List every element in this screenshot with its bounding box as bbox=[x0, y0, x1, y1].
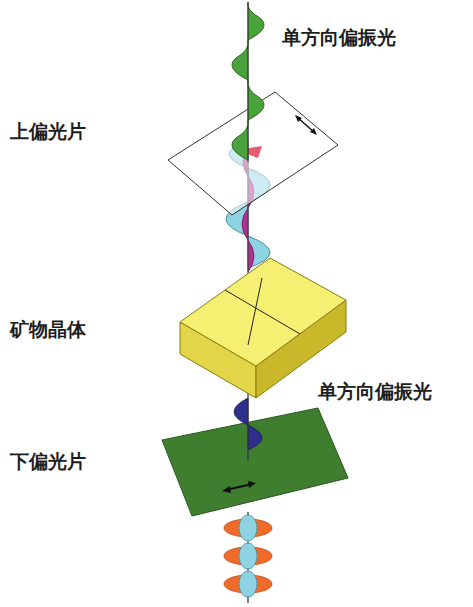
part-label: 上偏光片 bbox=[10, 120, 86, 143]
part-label: 单方向偏振光 bbox=[318, 380, 432, 403]
part-label: 下偏光片 bbox=[10, 450, 86, 473]
part-label: 矿物晶体 bbox=[10, 318, 86, 341]
part-label: 单方向偏振光 bbox=[282, 26, 396, 49]
